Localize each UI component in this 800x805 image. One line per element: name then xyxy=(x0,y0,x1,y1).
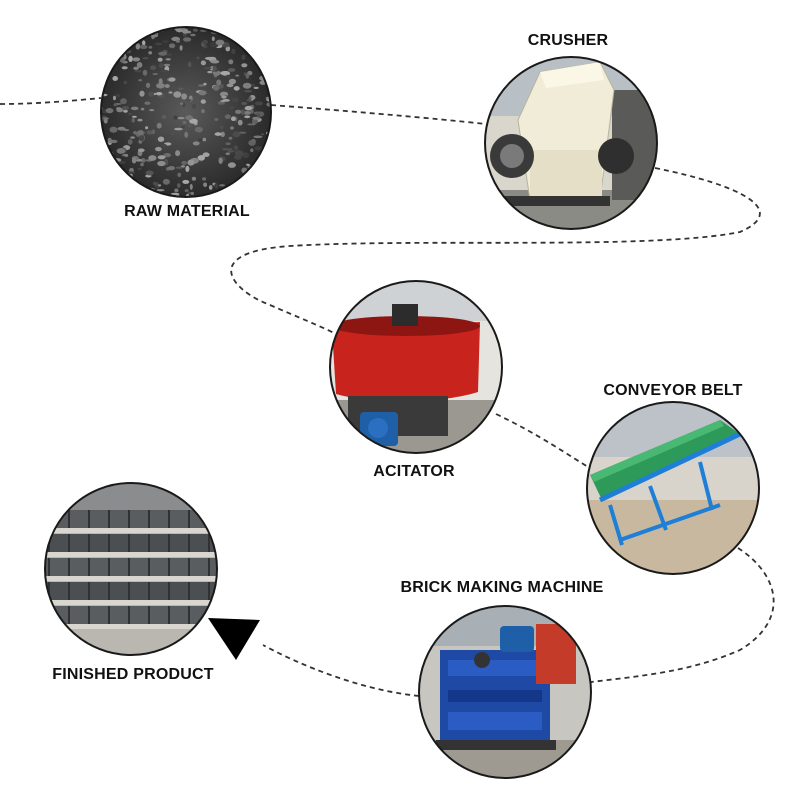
flow-segment-start xyxy=(0,97,102,105)
conveyor-belt-photo xyxy=(586,401,760,575)
brick-machine-photo xyxy=(418,605,592,779)
flow-segment-conveyor-to-machine xyxy=(590,547,775,683)
flow-path xyxy=(0,97,775,697)
finished-product-photo xyxy=(44,482,218,656)
agitator-photo xyxy=(329,280,503,454)
stage-label-crusher: CRUSHER xyxy=(527,32,609,49)
stage-label-conveyor-belt: CONVEYOR BELT xyxy=(603,382,743,399)
stage-label-agitator: ACITATOR xyxy=(373,463,455,480)
stage-label-raw-material: RAW MATERIAL xyxy=(124,203,250,220)
raw-material-photo xyxy=(100,26,272,198)
flow-arrowhead-icon xyxy=(208,618,260,660)
flow-segment-agitator-to-conveyor xyxy=(495,413,594,471)
flow-segment-raw-to-crusher xyxy=(270,104,487,125)
stage-label-brick-machine: BRICK MAKING MACHINE xyxy=(400,579,604,596)
crusher-photo xyxy=(484,56,658,230)
stage-label-finished-product: FINISHED PRODUCT xyxy=(52,666,214,683)
flow-segment-machine-to-product xyxy=(262,644,420,697)
flow-segment-crusher-to-agitator xyxy=(230,167,761,334)
